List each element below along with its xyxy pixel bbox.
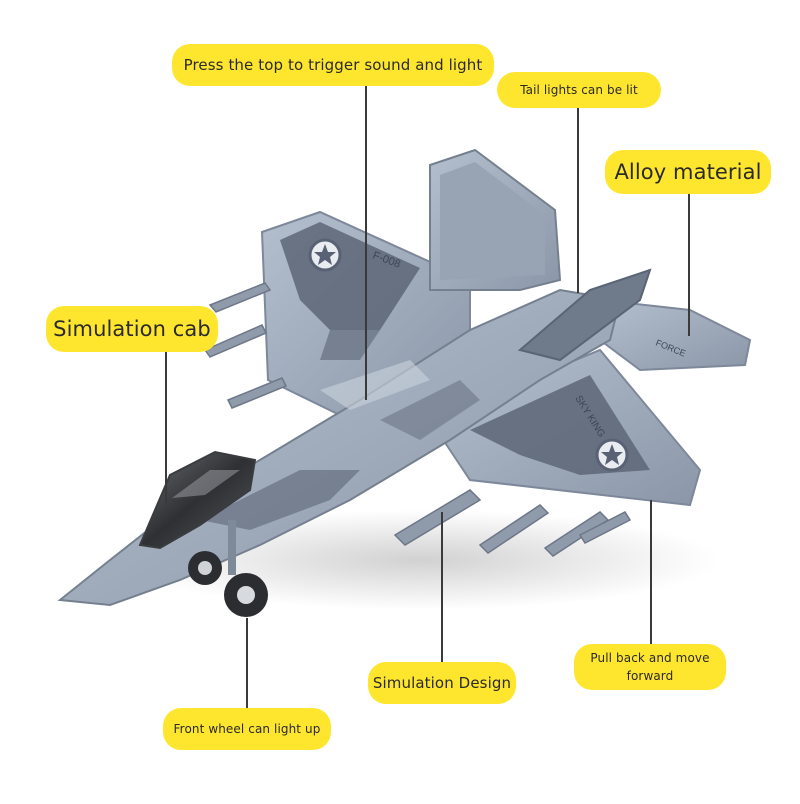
missiles	[203, 282, 632, 557]
callout-tail-lights: Tail lights can be lit	[497, 72, 661, 108]
leader-line-alloy	[688, 186, 690, 336]
leader-line-front-wheel	[246, 618, 248, 710]
leader-line-cab	[165, 345, 167, 505]
star-roundel-right	[595, 438, 629, 472]
leader-line-pull-back	[650, 500, 652, 645]
callout-trigger-sound-light: Press the top to trigger sound and light	[172, 44, 494, 86]
callout-alloy-material: Alloy material	[605, 150, 771, 194]
cockpit-canopy	[138, 450, 257, 550]
leader-line-tail-lights	[577, 103, 579, 293]
callout-pull-back: Pull back and move forward	[574, 644, 726, 690]
front-landing-gear	[188, 520, 268, 617]
tail-fin-right	[517, 268, 652, 362]
leader-line-design	[441, 512, 443, 662]
tail-fin-left	[429, 148, 562, 291]
callout-front-wheel: Front wheel can light up	[163, 708, 331, 750]
leader-line-trigger	[365, 75, 367, 400]
callout-simulation-design: Simulation Design	[368, 662, 516, 704]
star-roundel-left	[308, 238, 342, 272]
callout-simulation-cab: Simulation cab	[46, 306, 218, 352]
